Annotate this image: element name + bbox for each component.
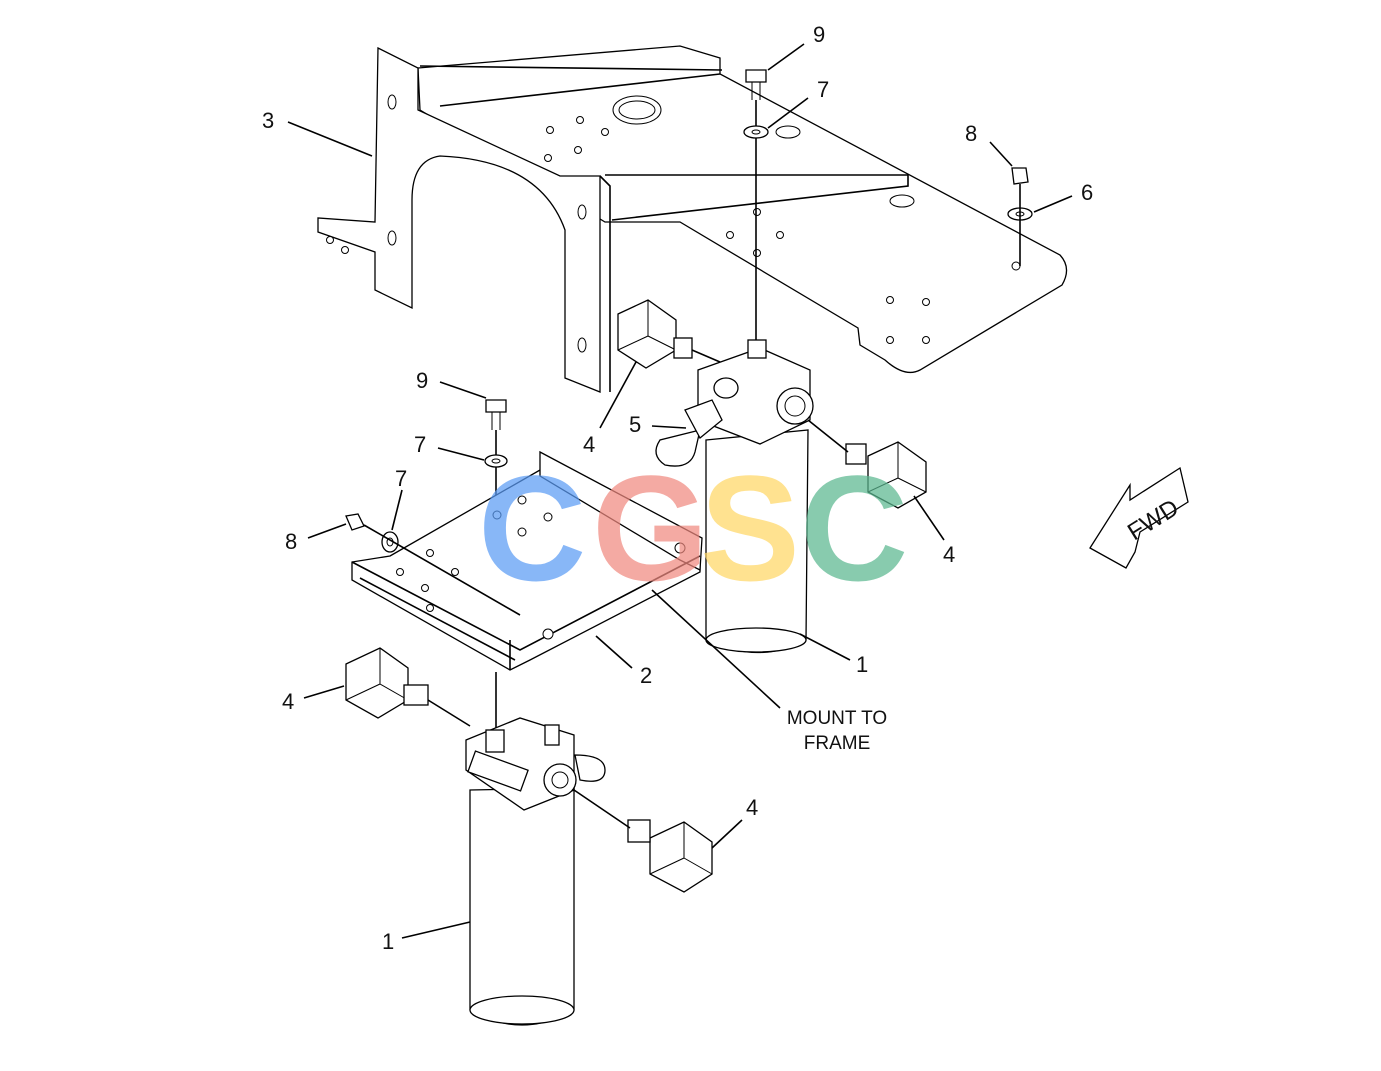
lower-filter-assembly <box>345 647 713 1026</box>
callout-4-lower-right: 4 <box>746 795 758 820</box>
callout-8-left: 8 <box>285 529 297 554</box>
callout-5: 5 <box>629 412 641 437</box>
callout-7-mid-1: 7 <box>414 432 426 457</box>
upper-mounting-bracket <box>317 45 1068 393</box>
right-nut-washer <box>1007 167 1033 266</box>
callout-4-upper-left: 4 <box>583 432 595 457</box>
left-nut-washer <box>345 513 521 616</box>
callout-9-top: 9 <box>813 22 825 47</box>
callout-1-upper: 1 <box>856 652 868 677</box>
watermark-letter-2: G <box>592 444 709 612</box>
forward-direction-arrow: FWD <box>1089 466 1189 569</box>
callout-labels: 9 7 3 8 6 9 7 7 8 4 5 4 1 2 4 4 1 <box>262 22 1093 954</box>
watermark-letter-1: C <box>478 444 586 612</box>
callout-8-right: 8 <box>965 121 977 146</box>
watermark-letter-3: S <box>700 444 800 612</box>
leader-lines <box>287 43 1073 939</box>
callout-4-upper-right: 4 <box>943 542 955 567</box>
cgsc-watermark: C G S C <box>478 444 908 612</box>
mount-note: MOUNT TO FRAME <box>787 708 887 754</box>
callout-3: 3 <box>262 108 274 133</box>
upper-filter-assembly <box>617 299 927 654</box>
callout-7-top: 7 <box>817 77 829 102</box>
watermark-letter-4: C <box>800 444 908 612</box>
callout-7-mid-2: 7 <box>395 466 407 491</box>
callout-6: 6 <box>1081 180 1093 205</box>
callout-1-lower: 1 <box>382 929 394 954</box>
callout-4-lower-left: 4 <box>282 689 294 714</box>
callout-2: 2 <box>640 663 652 688</box>
callout-9-mid: 9 <box>416 368 428 393</box>
mount-note-line-2: FRAME <box>804 733 871 754</box>
mount-note-line-1: MOUNT TO <box>787 708 887 729</box>
upper-bolt-stack <box>743 69 769 350</box>
lower-mounting-bracket <box>351 450 703 671</box>
